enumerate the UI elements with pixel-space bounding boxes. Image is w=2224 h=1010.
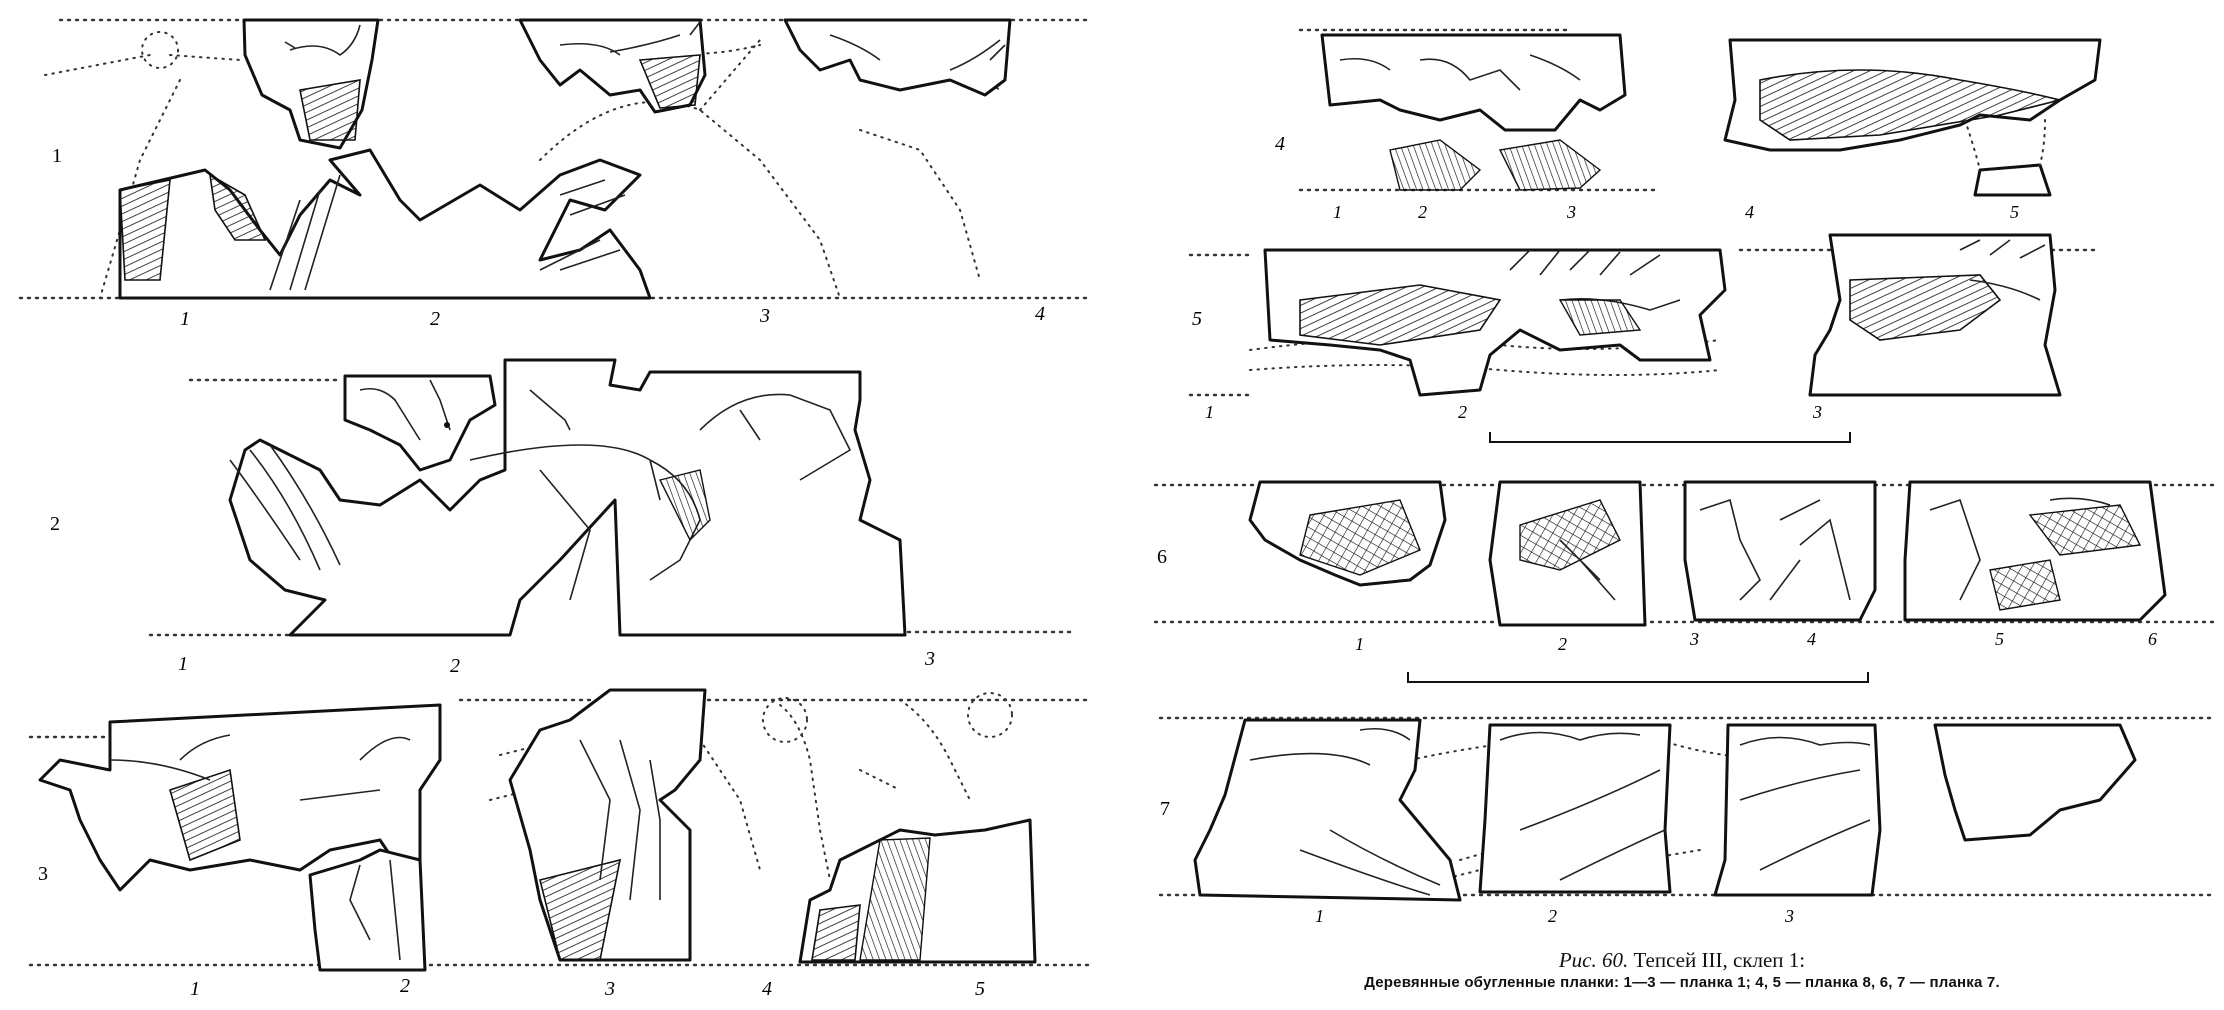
fragment-3-1: [38, 703, 442, 892]
row-label: 2: [50, 513, 60, 535]
fragment-7-3: [1713, 723, 1882, 897]
fragment-label: 5: [1995, 629, 2004, 649]
fragment-label: 4: [1035, 303, 1045, 325]
plank-row-7: [1158, 716, 2217, 902]
fragment-label: 5: [975, 978, 985, 1000]
fragment-label: 2: [1558, 634, 1567, 654]
fragment-label: 1: [1355, 634, 1364, 654]
fragment-2-1: [343, 374, 497, 472]
fragment-4-3: [1973, 163, 2052, 197]
fragment-label: 3: [1812, 402, 1822, 422]
fragment-label: 2: [1548, 906, 1557, 926]
fragment-7-1: [1193, 718, 1462, 902]
plank-row-1: [18, 18, 1092, 300]
row-label: 6: [1157, 546, 1167, 568]
row-label: 7: [1160, 798, 1170, 820]
row-label: 1: [52, 145, 62, 167]
fragment-label: 3: [1689, 629, 1699, 649]
scale-bar: [1407, 672, 1869, 683]
fragment-label: 4: [762, 978, 772, 1000]
plank-row-5: [1188, 233, 2102, 397]
fragment-label: 2: [400, 975, 410, 997]
fragment-label: 3: [924, 648, 935, 670]
fragment-1-4: [118, 148, 652, 300]
fragment-label: 4: [1807, 629, 1816, 649]
fragment-label: 1: [1333, 202, 1342, 222]
fragment-label: 3: [604, 978, 615, 1000]
row-label: 5: [1192, 308, 1202, 330]
fragment-label: 5: [2010, 202, 2019, 222]
fragment-label: 2: [450, 655, 460, 677]
fragment-label: 6: [2148, 629, 2157, 649]
plank-row-4: [1298, 28, 2102, 197]
fragment-label: 3: [1784, 906, 1794, 926]
fragment-label: 1: [190, 978, 200, 1000]
fragment-label: 2: [1458, 402, 1467, 422]
fragment-label: 1: [180, 308, 190, 330]
fragment-2-2: [228, 358, 907, 637]
fragment-label: 2: [430, 308, 440, 330]
scale-bar: [1489, 432, 1851, 443]
fragment-label: 3: [1566, 202, 1576, 222]
caption-title: Тепсей III, склеп 1:: [1633, 948, 1806, 972]
plank-row-2: [148, 358, 1072, 637]
caption-detail: Деревянные обугленные планки: 1—3 — план…: [1364, 974, 2000, 991]
fragment-4-1: [1320, 33, 1627, 132]
fragment-label: 1: [1315, 906, 1324, 926]
caption-prefix: Рис. 60.: [1558, 948, 1629, 972]
fragment-label: 2: [1418, 202, 1427, 222]
fragment-label: 3: [759, 305, 770, 327]
fragment-6-3: [1683, 480, 1877, 622]
row-label: 3: [38, 863, 48, 885]
fragment-7-4: [1933, 723, 2137, 842]
fragment-5-1: [1263, 248, 1727, 397]
row-label: 4: [1275, 133, 1285, 155]
fragment-label: 1: [1205, 402, 1214, 422]
fragment-label: 1: [178, 653, 188, 675]
plank-row-3: [28, 688, 1092, 972]
figure-caption: Рис. 60. Тепсей III, склеп 1:: [1140, 948, 2224, 973]
fragment-3-2: [308, 848, 427, 972]
plank-row-6: [1153, 480, 2217, 627]
fragment-label: 4: [1745, 202, 1754, 222]
